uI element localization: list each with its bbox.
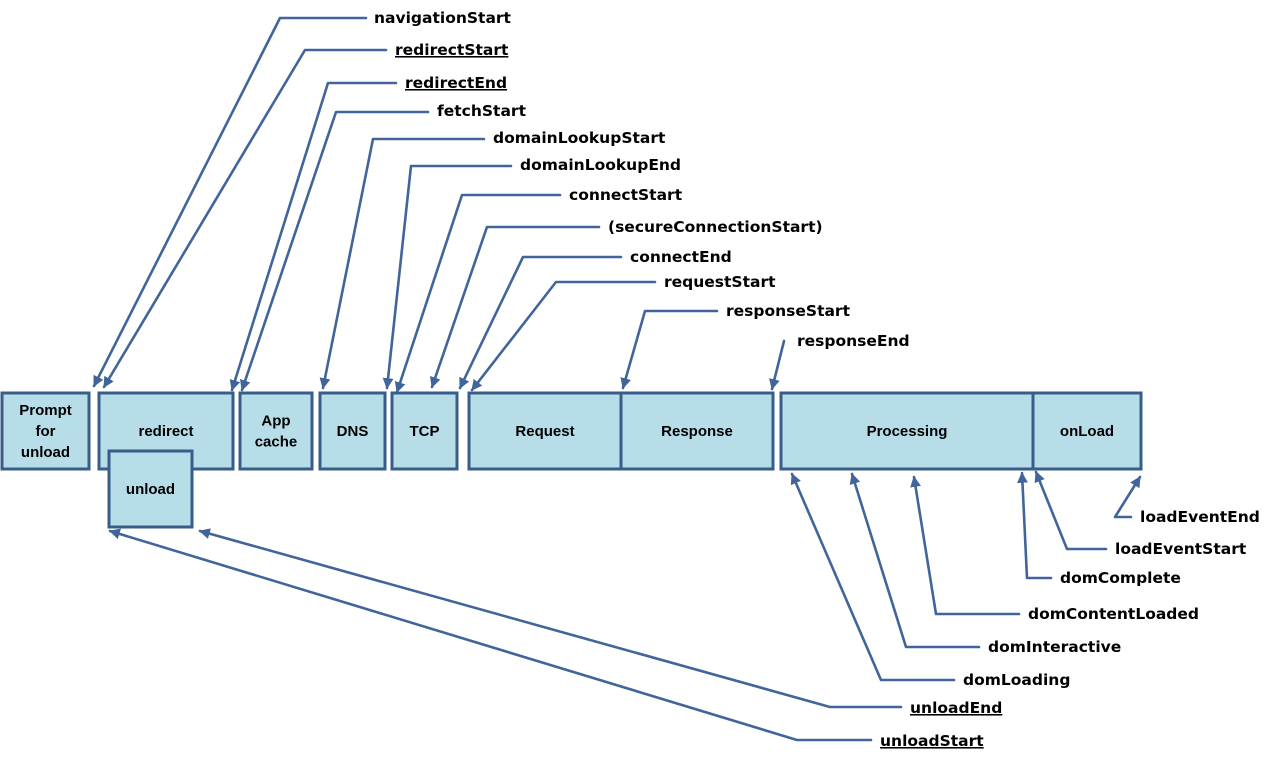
phase-dns: DNS <box>318 391 387 471</box>
event-label-loadEventStart: loadEventStart <box>1115 540 1247 558</box>
phase-box-dns <box>318 391 387 471</box>
connector-layer <box>92 16 1142 742</box>
connector-unloadStart <box>108 528 873 742</box>
phase-prompt: Prompt for unload <box>0 391 91 471</box>
connector-navigationStart <box>92 16 368 388</box>
phase-label-unload: unload <box>126 481 175 498</box>
connector-unloadEnd <box>198 528 903 709</box>
event-label-responseStart: responseStart <box>726 302 851 320</box>
phase-box-prompt <box>0 391 91 471</box>
phase-box-unload <box>107 449 194 529</box>
event-label-domContentLoaded: domContentLoaded <box>1028 605 1199 623</box>
connector-domLoading <box>790 472 956 682</box>
connector-redirectEnd <box>229 81 398 392</box>
phase-onload: onLoad <box>1031 391 1143 471</box>
phase-label-redirect: redirect <box>138 423 193 440</box>
connector-redirectStart <box>102 48 388 389</box>
phase-unload: unload <box>107 449 194 529</box>
event-label-unloadEnd: unloadEnd <box>910 699 1002 717</box>
connector-loadEventEnd <box>1113 475 1142 519</box>
phase-label-appcache: cache <box>255 434 298 451</box>
phase-box-tcp <box>390 391 459 471</box>
phase-request: Request <box>467 391 623 471</box>
phase-box-processing <box>779 391 1035 471</box>
phase-response: Response <box>619 391 775 471</box>
phase-label-prompt: Prompt <box>19 402 72 419</box>
connector-domInteractive <box>849 472 981 649</box>
event-label-domainLookupStart: domainLookupStart <box>493 129 666 147</box>
phase-box-request <box>467 391 623 471</box>
phase-label-processing: Processing <box>867 423 948 440</box>
phase-label-dns: DNS <box>337 423 369 440</box>
event-label-connectEnd: connectEnd <box>630 248 732 266</box>
phase-label-response: Response <box>661 423 733 440</box>
phase-box-response <box>619 391 775 471</box>
event-labels: navigationStart redirectStart redirectEnd f… <box>374 9 1260 750</box>
phase-box-onload <box>1031 391 1143 471</box>
connector-domComplete <box>1017 471 1053 580</box>
phase-label-appcache: App <box>261 413 290 430</box>
phase-tcp: TCP <box>390 391 459 471</box>
event-label-domainLookupEnd: domainLookupEnd <box>520 156 681 174</box>
event-label-connectStart: connectStart <box>569 186 683 204</box>
phase-appcache: App cache <box>238 391 314 471</box>
phase-label-request: Request <box>515 423 574 440</box>
connector-responseEnd <box>769 339 786 391</box>
connector-secureConnectionStart <box>430 225 601 389</box>
event-label-redirectStart: redirectStart <box>395 41 509 59</box>
phase-label-prompt: unload <box>21 444 70 461</box>
phase-boxes: Prompt for unload redirect unload App cache DNS… <box>0 391 1143 529</box>
phase-label-onload: onLoad <box>1060 423 1114 440</box>
connector-connectEnd <box>458 255 623 390</box>
event-label-fetchStart: fetchStart <box>437 102 527 120</box>
event-label-domComplete: domComplete <box>1060 569 1181 587</box>
event-label-secureConnectionStart: (secureConnectionStart) <box>608 218 823 236</box>
event-label-domLoading: domLoading <box>963 671 1070 689</box>
event-label-domInteractive: domInteractive <box>988 638 1121 656</box>
phase-box-appcache <box>238 391 314 471</box>
event-label-unloadStart: unloadStart <box>880 732 984 750</box>
event-label-loadEventEnd: loadEventEnd <box>1140 508 1260 526</box>
connector-domainLookupEnd <box>382 164 513 390</box>
phase-processing: Processing <box>779 391 1035 471</box>
connector-connectStart <box>394 193 562 394</box>
connector-requestStart <box>470 280 657 392</box>
connector-domContentLoaded <box>910 475 1021 616</box>
event-label-navigationStart: navigationStart <box>374 9 512 27</box>
phase-label-prompt: for <box>36 423 56 440</box>
event-label-redirectEnd: redirectEnd <box>405 74 507 92</box>
event-label-requestStart: requestStart <box>664 273 776 291</box>
connector-responseStart <box>620 309 719 390</box>
connector-domainLookupStart <box>319 137 486 390</box>
connector-fetchStart <box>239 110 430 392</box>
event-label-responseEnd: responseEnd <box>797 332 910 350</box>
phase-label-tcp: TCP <box>410 423 440 440</box>
connector-loadEventStart <box>1034 470 1108 551</box>
